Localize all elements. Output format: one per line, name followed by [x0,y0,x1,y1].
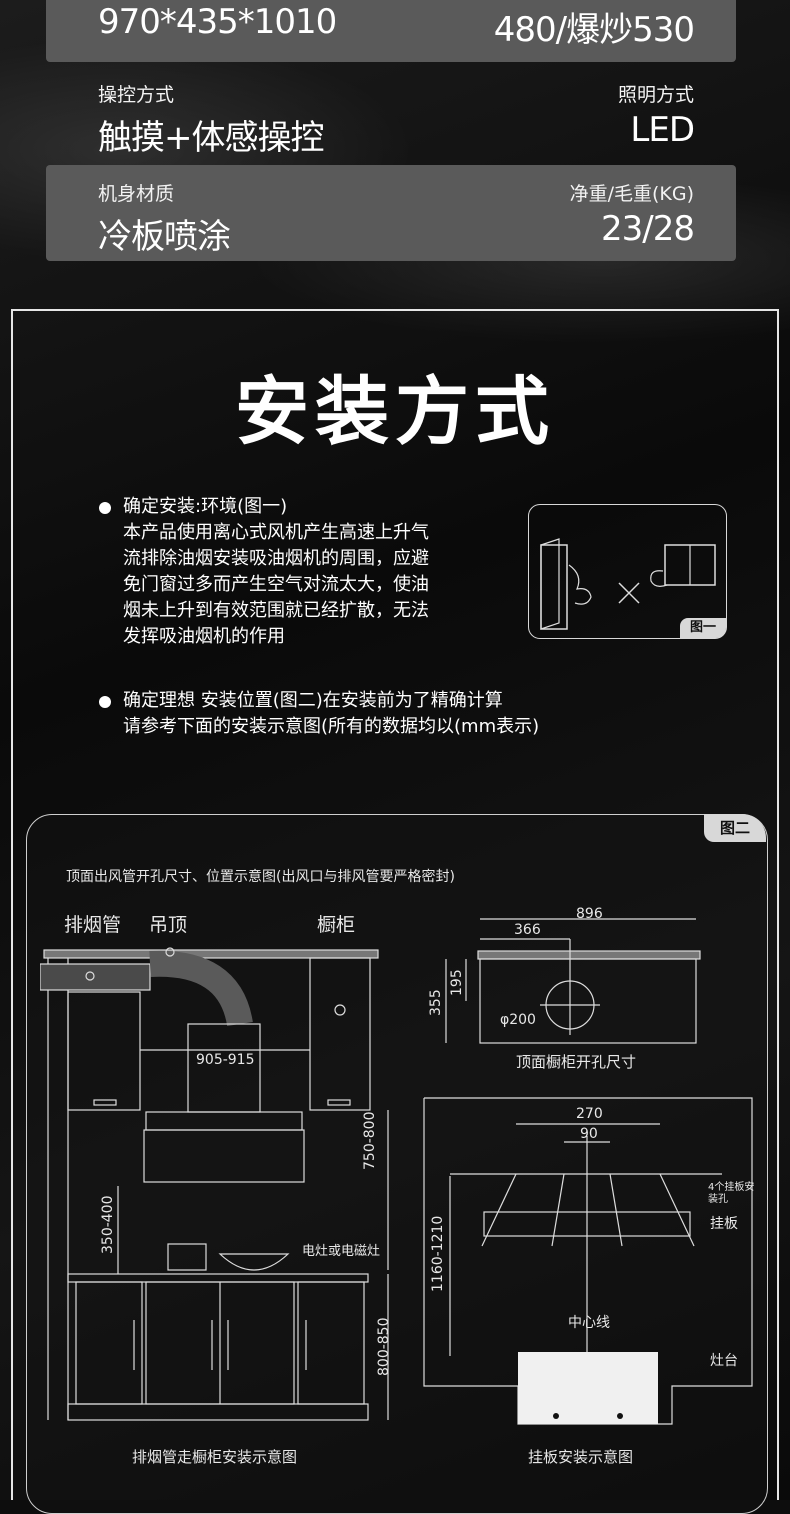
bullet1-line: 本产品使用离心式风机产生高速上升气 [123,522,429,543]
spec-row-material: 机身材质 冷板喷涂 净重/毛重(KG) 23/28 [46,165,736,261]
bullet1-heading: 确定安装:环境(图一) [123,496,288,517]
dim-1160-1210: 1160-1210 [430,1215,446,1292]
bullet2-heading: 确定理想 安装位置(图二)在安装前为了精确计算 [123,690,503,711]
spec-row-control: 操控方式 触摸+体感操控 照明方式 LED [46,66,736,162]
material-label: 机身材质 [98,183,175,205]
dim-phi200: φ200 [500,1012,536,1028]
caption-left: 排烟管走橱柜安装示意图 [132,1448,298,1466]
dim-800-850: 800-850 [376,1317,392,1377]
dim-366: 366 [514,922,541,938]
weight-label: 净重/毛重(KG) [569,183,694,205]
control-label: 操控方式 [98,84,175,106]
label-stovetop: 灶台 [710,1353,738,1369]
bullet-environment: 确定安装:环境(图一) 本产品使用离心式风机产生高速上升气 流排除油烟安装吸油烟… [99,494,503,650]
label-cabinet: 橱柜 [317,914,356,936]
figure-1 [528,504,727,639]
spec-row-dimensions: 970*435*1010 480/爆炒530 [46,0,736,62]
dim-896: 896 [576,906,603,922]
material-value: 冷板喷涂 [98,217,231,257]
label-exhaust-pipe: 排烟管 [64,914,122,936]
dim-750-800: 750-800 [362,1111,378,1171]
figure-1-tag: 图一 [680,618,726,638]
install-title: 安装方式 [235,369,555,455]
dim-195: 195 [449,969,465,996]
caption-hole: 顶面橱柜开孔尺寸 [516,1053,637,1071]
bullet1-line: 发挥吸油烟机的作用 [123,626,285,647]
bullet1-line: 流排除油烟安装吸油烟机的周围，应避 [123,548,429,569]
bullet-dot [99,502,111,514]
door-window-illustration [540,538,716,630]
bullet1-line: 免门窗过多而产生空气对流太大，使油 [123,574,429,595]
dim-90: 90 [580,1126,598,1142]
cabinet-drawing [40,947,389,1421]
caption-right: 挂板安装示意图 [528,1448,634,1466]
weight-value: 23/28 [601,209,695,249]
label-center-line: 中心线 [568,1315,610,1331]
bullet2-line: 请参考下面的安装示意图(所有的数据均以(mm表示) [123,716,540,737]
label-plate: 挂板 [710,1216,738,1232]
lighting-label: 照明方式 [617,84,694,106]
hole-size-drawing [445,918,701,1044]
dim-355: 355 [428,989,444,1016]
plate-drawing [423,1097,753,1425]
dim-270: 270 [576,1106,603,1122]
label-mounting-holes: 4个挂板安装孔 [708,1182,755,1205]
bullet-dot [99,696,111,708]
figure-2-tag: 图二 [704,814,766,842]
control-value: 触摸+体感操控 [98,118,324,158]
airflow-value: 480/爆炒530 [493,10,695,50]
bullet1-line: 烟未上升到有效范围就已经扩散，无法 [123,600,429,621]
lighting-value: LED [630,110,695,150]
install-panel [11,309,779,1500]
label-ceiling: 吊顶 [149,914,188,936]
dim-350-400: 350-400 [100,1195,116,1255]
dimensions-value: 970*435*1010 [98,2,337,42]
label-stove: 电灶或电磁灶 [302,1244,381,1259]
bullet-position: 确定理想 安装位置(图二)在安装前为了精确计算 请参考下面的安装示意图(所有的数… [99,688,643,740]
fig2-caption-top: 顶面出风管开孔尺寸、位置示意图(出风口与排风管要严格密封) [66,869,455,885]
dim-905-915: 905-915 [196,1052,255,1068]
